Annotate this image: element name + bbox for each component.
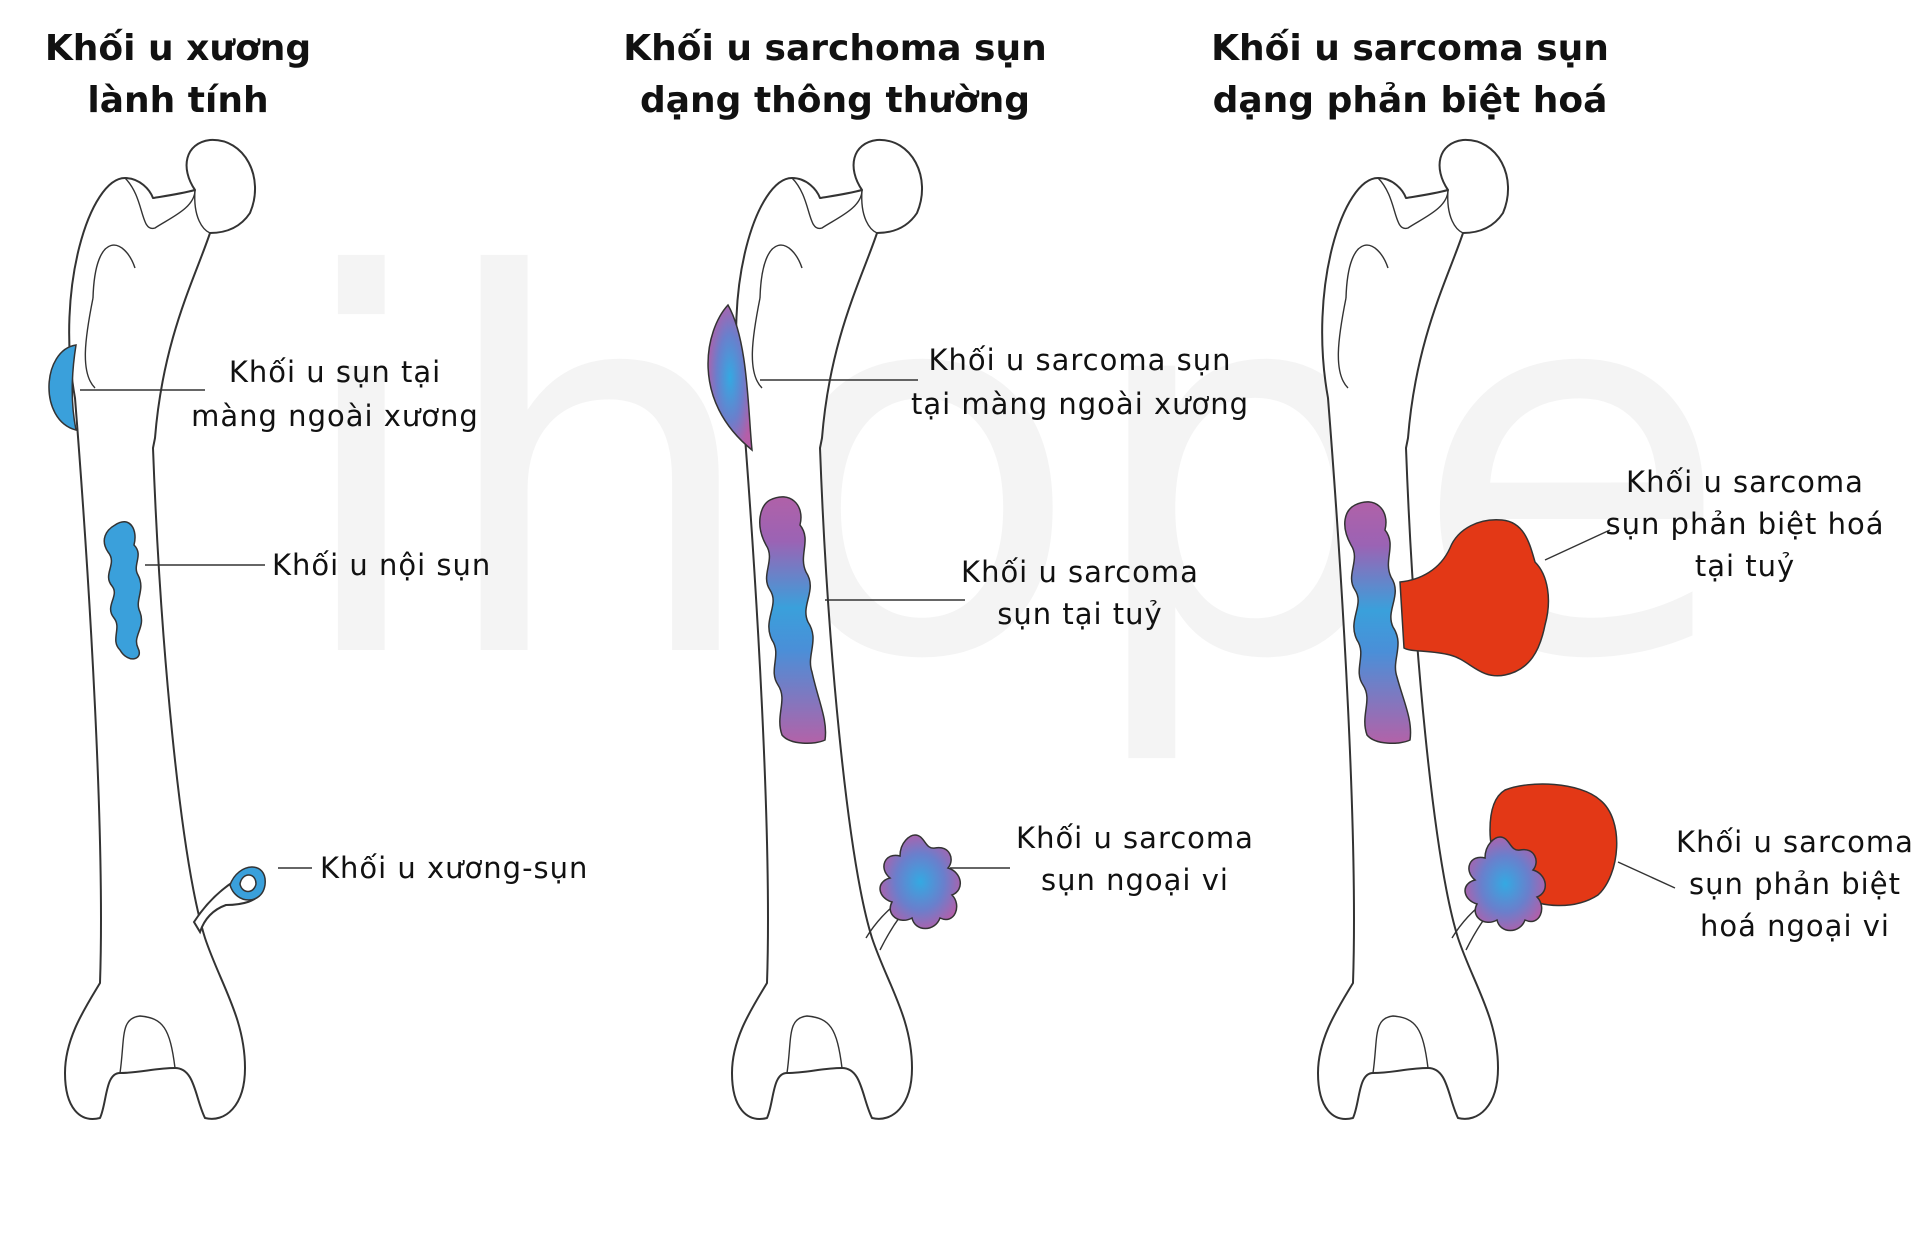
- label-periosteal-chondrosarcoma-1: Khối u sarcoma sụn: [929, 343, 1232, 377]
- osteochondroma-cap: [229, 866, 266, 901]
- dedifferentiated-peripheral-cartilage: [1464, 836, 1546, 932]
- peripheral-chondrosarcoma: [879, 834, 961, 930]
- panel-benign: Khối u xương lành tính Khối u sụn tại mà…: [45, 28, 588, 1120]
- panel-3-title-line2: dạng phản biệt hoá: [1213, 80, 1608, 121]
- femur-1: [64, 138, 257, 1120]
- label-peripheral-chondrosarcoma-2: sụn ngoại vi: [1041, 863, 1229, 897]
- leader-3-1: [1544, 529, 1611, 561]
- panel-2-title-line1: Khối u sarchoma sụn: [623, 28, 1047, 69]
- label-enchondroma: Khối u nội sụn: [272, 548, 491, 582]
- panel-dedifferentiated: Khối u sarcoma sụn dạng phản biệt hoá Kh…: [1211, 28, 1914, 1120]
- label-central-chondrosarcoma-1: Khối u sarcoma: [961, 555, 1199, 589]
- watermark: ihope: [289, 167, 1731, 773]
- panel-3-title-line1: Khối u sarcoma sụn: [1211, 28, 1609, 69]
- label-periosteal-chondroma-1: Khối u sụn tại: [229, 355, 441, 389]
- label-central-chondrosarcoma-2: sụn tại tuỷ: [997, 597, 1162, 631]
- label-dedifferentiated-peripheral-3: hoá ngoại vi: [1700, 909, 1890, 943]
- label-osteochondroma: Khối u xương-sụn: [320, 851, 588, 885]
- leader-3-2: [1617, 861, 1676, 889]
- osteochondroma-stalk: [192, 868, 265, 935]
- label-dedifferentiated-peripheral-1: Khối u sarcoma: [1676, 825, 1914, 859]
- dedifferentiated-central-cartilage: [1344, 501, 1412, 745]
- label-periosteal-chondroma-2: màng ngoài xương: [191, 399, 479, 433]
- periosteal-chondroma: [48, 344, 77, 432]
- label-periosteal-chondrosarcoma-2: tại màng ngoài xương: [911, 387, 1249, 421]
- label-dedifferentiated-central-3: tại tuỷ: [1695, 549, 1795, 583]
- panel-2-title-line2: dạng thông thường: [640, 80, 1030, 121]
- central-chondrosarcoma: [759, 496, 827, 745]
- panel-conventional: Khối u sarchoma sụn dạng thông thường Kh…: [623, 28, 1254, 1120]
- label-dedifferentiated-central-1: Khối u sarcoma: [1626, 465, 1864, 499]
- panel-1-title-line2: lành tính: [87, 80, 268, 121]
- panel-1-title-line1: Khối u xương: [45, 28, 311, 69]
- label-dedifferentiated-central-2: sụn phản biệt hoá: [1605, 507, 1884, 541]
- dedifferentiated-central-mass: [1399, 519, 1550, 677]
- enchondroma: [103, 521, 143, 660]
- label-peripheral-chondrosarcoma-1: Khối u sarcoma: [1016, 821, 1254, 855]
- periosteal-chondrosarcoma: [707, 303, 753, 452]
- label-dedifferentiated-peripheral-2: sụn phản biệt: [1689, 867, 1901, 901]
